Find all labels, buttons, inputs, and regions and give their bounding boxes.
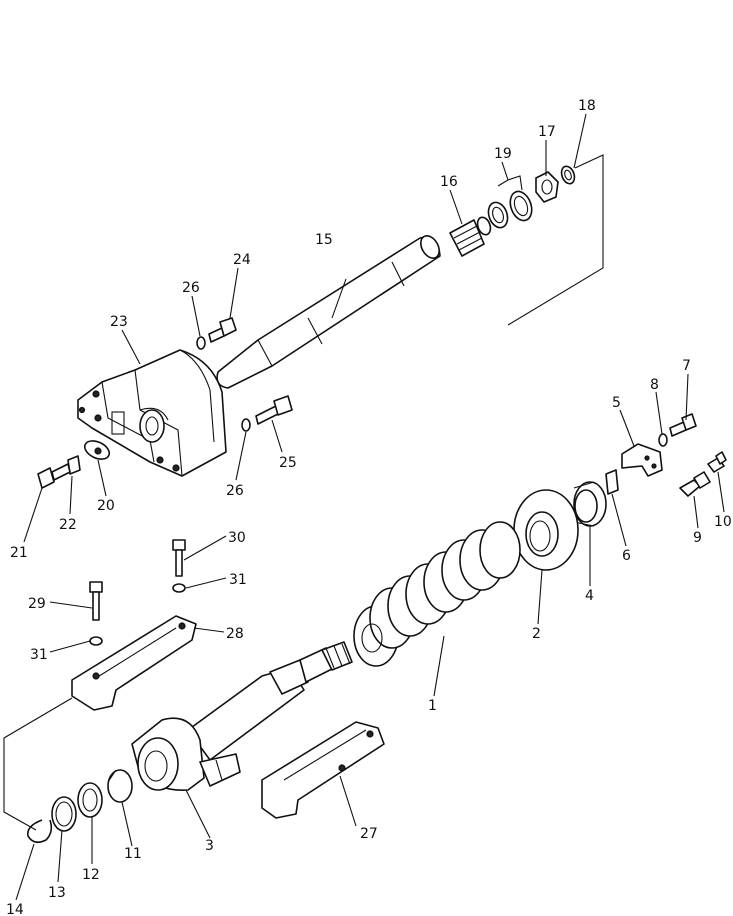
callout-12: 12 bbox=[82, 867, 100, 883]
part-31-washer-right bbox=[172, 583, 186, 593]
part-13-ring bbox=[51, 796, 77, 832]
callout-20: 20 bbox=[97, 498, 115, 514]
callout-28: 28 bbox=[226, 626, 244, 642]
part-21-bolt bbox=[37, 463, 71, 489]
callout-5: 5 bbox=[612, 395, 621, 411]
callout-16: 16 bbox=[440, 174, 458, 190]
part-9-fitting bbox=[679, 471, 711, 497]
part-19-rings bbox=[487, 190, 533, 229]
callout-9: 9 bbox=[693, 530, 702, 546]
callout-10: 10 bbox=[714, 514, 732, 530]
callout-25: 25 bbox=[279, 455, 297, 471]
part-15-rod bbox=[216, 235, 441, 389]
part-5-bracket bbox=[621, 443, 663, 477]
callout-14: 14 bbox=[6, 902, 24, 916]
callout-31-right: 31 bbox=[229, 572, 247, 588]
callout-leaders bbox=[15, 113, 725, 901]
part-10-fitting bbox=[707, 451, 727, 473]
callout-1: 1 bbox=[428, 698, 437, 714]
part-14-snap-ring bbox=[26, 819, 53, 844]
callout-26-upper: 26 bbox=[182, 280, 200, 296]
assembly-bracket-line-bottom bbox=[3, 697, 73, 831]
callout-18: 18 bbox=[578, 98, 596, 114]
callout-27: 27 bbox=[360, 826, 378, 842]
part-30-bolt bbox=[172, 539, 186, 577]
part-26-washer-lower bbox=[241, 418, 251, 432]
callout-26-lower: 26 bbox=[226, 483, 244, 499]
part-2-flange bbox=[513, 489, 579, 571]
assembly-bracket-line-top bbox=[507, 154, 604, 326]
part-31-washer-left bbox=[89, 636, 103, 646]
callout-24: 24 bbox=[233, 252, 251, 268]
part-27-guide bbox=[261, 721, 385, 819]
callout-30: 30 bbox=[228, 530, 246, 546]
callout-23: 23 bbox=[110, 314, 128, 330]
part-29-bolt bbox=[89, 581, 103, 621]
part-23-housing bbox=[77, 349, 227, 477]
part-26-washer-upper bbox=[196, 336, 206, 350]
part-25-bolt bbox=[255, 395, 293, 425]
callout-13: 13 bbox=[48, 885, 66, 901]
part-24-bolt bbox=[208, 317, 237, 343]
part-17-nut bbox=[535, 171, 559, 203]
callout-19: 19 bbox=[494, 146, 512, 162]
callout-8: 8 bbox=[650, 377, 659, 393]
part-8-washer bbox=[658, 433, 668, 447]
part-11-bushing bbox=[107, 769, 133, 803]
callout-29: 29 bbox=[28, 596, 46, 612]
part-28-guide bbox=[71, 615, 197, 711]
callout-17: 17 bbox=[538, 124, 556, 140]
callout-labels: 15 16 19 17 18 24 26 23 25 26 20 22 21 5… bbox=[6, 98, 732, 916]
callout-3: 3 bbox=[205, 838, 214, 854]
callout-31-left: 31 bbox=[30, 647, 48, 663]
callout-6: 6 bbox=[622, 548, 631, 564]
callout-22: 22 bbox=[59, 517, 77, 533]
part-18-snap-ring bbox=[560, 165, 576, 185]
callout-2: 2 bbox=[532, 626, 541, 642]
callout-7: 7 bbox=[682, 358, 691, 374]
part-20-plate bbox=[83, 440, 111, 460]
part-1-spring bbox=[353, 521, 521, 667]
callout-11: 11 bbox=[124, 846, 142, 862]
part-16-plug bbox=[449, 216, 492, 257]
callout-21: 21 bbox=[10, 545, 28, 561]
part-12-seal bbox=[77, 782, 103, 818]
part-3-yoke bbox=[131, 641, 353, 791]
part-6-plate bbox=[605, 469, 619, 495]
part-7-bolt bbox=[669, 413, 697, 437]
part-4-bushing bbox=[573, 481, 607, 527]
callout-4: 4 bbox=[585, 588, 594, 604]
callout-15: 15 bbox=[315, 232, 333, 248]
